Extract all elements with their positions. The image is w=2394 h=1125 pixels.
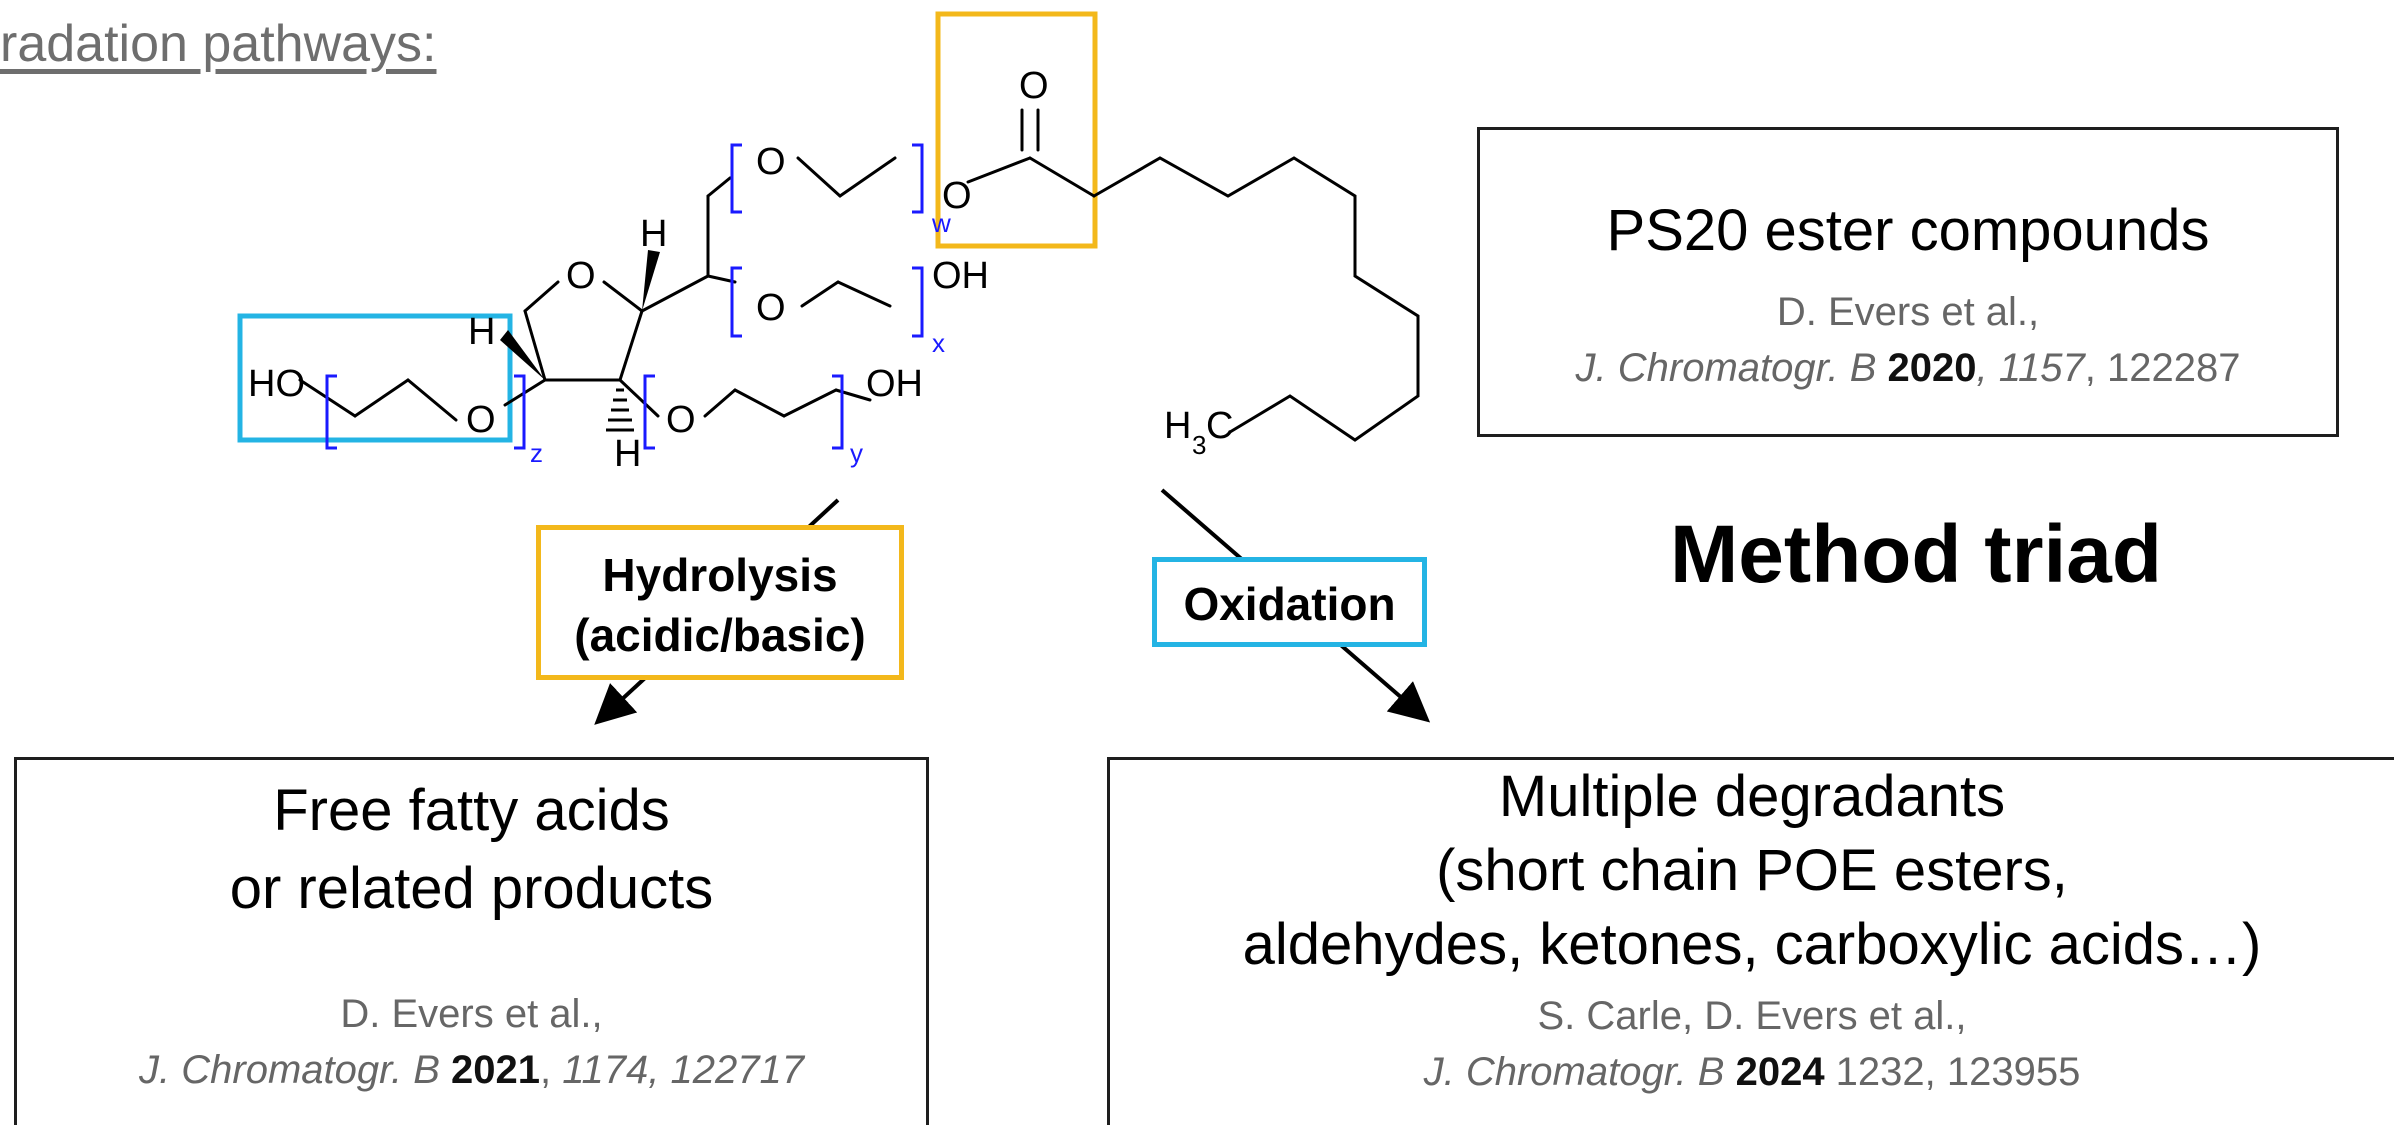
hydrolysis-box-line2: or related products [229,856,714,921]
ester-highlight-box [935,11,1098,249]
ether-highlight-box [237,313,513,443]
atom-oh-y: OH [866,363,923,405]
hydrolysis-tag-line1: Hydrolysis [602,549,838,601]
subscript-y: y [850,438,863,468]
subscript-w: w [931,208,951,238]
atom-o-ring: O [566,255,596,297]
subscript-z: z [530,438,543,468]
method-triad-label: Method triad [1670,509,2162,600]
atom-o-x: O [756,287,786,329]
atom-h-top: H [640,213,667,255]
hydrolysis-tag: Hydrolysis (acidic/basic) [536,525,904,680]
hydrolysis-volume-pages: 1174, 122717 [562,1048,804,1092]
atom-o-w1: O [756,141,786,183]
ps20-sep: , [1976,346,1988,390]
atom-h-bottom: H [614,433,641,475]
ps20-year: 2020 [1887,346,1977,390]
oxidation-tag-label: Oxidation [1183,578,1396,630]
atom-h3c-h: H [1164,405,1191,447]
hydrolysis-year: 2021 [451,1048,540,1092]
ps20-ester-box: PS20 ester compounds D. Evers et al., J.… [1477,127,2339,437]
oxidation-products-box: Multiple degradants (short chain POE est… [1107,757,2394,1125]
oxidation-year: 2024 [1735,1050,1825,1094]
oxidation-box-line3: aldehydes, ketones, carboxylic acids…) [1242,912,2262,977]
subscript-x: x [932,328,945,358]
wedge-bond-top [642,250,660,311]
hydrolysis-products-box: Free fatty acids or related products D. … [14,757,929,1125]
atom-o-carbonyl: O [1019,65,1049,107]
repeat-brackets [325,143,924,450]
atom-ho-z: HO [248,363,305,405]
oxidation-tag: Oxidation [1152,557,1427,647]
hydrolysis-box-line1: Free fatty acids [273,778,670,843]
oxidation-volume-pages: 1232, 123955 [1824,1050,2081,1094]
atom-o-z: O [466,399,496,441]
hashed-bond-bottom [606,388,634,432]
section-heading: radation pathways: [0,15,437,73]
ps20-box-title: PS20 ester compounds [1606,198,2210,263]
atom-h3c-c: C [1206,405,1233,447]
atom-o-y: O [666,399,696,441]
oxidation-box-line1: Multiple degradants [1498,764,2006,829]
hydrolysis-tag-line2: (acidic/basic) [574,609,866,661]
wedge-bond-left [500,330,545,380]
oxidation-box-line2: (short chain POE esters, [1436,838,2068,903]
ps20-box-author: D. Evers et al., [1776,290,2040,334]
hydrolysis-box-citation: J. Chromatogr. B 2021, 1174, 122717 [17,1042,926,1098]
hydrolysis-box-author: D. Evers et al., [340,992,603,1036]
hydrolysis-sep: , [539,1048,563,1092]
atom-o-w2: O [942,175,972,217]
ps20-volume: 1157 [1987,346,2085,390]
atom-h-left: H [468,311,495,353]
oxidation-box-citation: J. Chromatogr. B 2024 1232, 123955 [1110,1044,2394,1100]
ps20-journal: J. Chromatogr. B [1575,346,1888,390]
oxidation-box-author: S. Carle, D. Evers et al., [1537,994,1967,1038]
molecule-bonds [298,108,1420,442]
atom-h3c-subscript: 3 [1192,430,1206,460]
oxidation-journal: J. Chromatogr. B [1423,1050,1736,1094]
ps20-box-citation: J. Chromatogr. B 2020, 1157, 122287 [1480,340,2336,396]
hydrolysis-journal: J. Chromatogr. B [139,1048,451,1092]
atom-oh-x: OH [932,255,989,297]
ps20-pages: , 122287 [2084,346,2241,390]
